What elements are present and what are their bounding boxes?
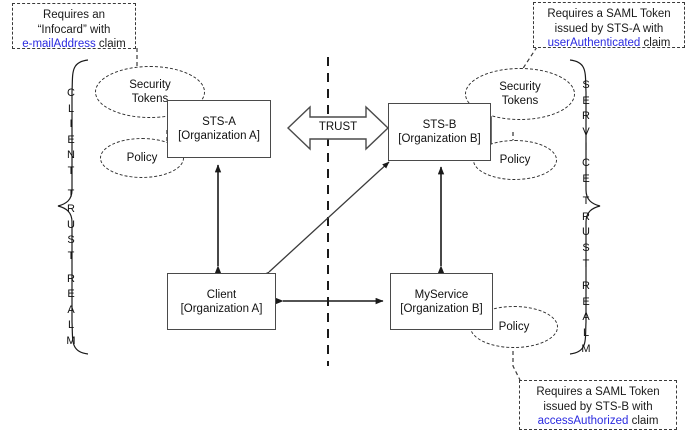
node-client-org: [Organization A] [180,302,263,315]
callout-infocard-line3-suffix: claim [95,38,126,50]
claim-access-authorized: accessAuthorized [537,415,629,427]
callout-saml-sts-b-line2: issued by STS-B with [543,400,653,413]
realm-letter: L [67,102,75,115]
realm-letter: L [67,319,75,332]
spacer-2 [62,265,80,272]
service-trust-realm-brace [569,59,601,355]
node-myservice-org: [Organization B] [400,302,483,315]
realm-letter: L [582,326,590,339]
callout-saml-sts-a-line3: userAuthenticated claim [540,36,678,51]
node-sts-b-org: [Organization B] [398,133,481,145]
realm-letter: C [67,87,75,99]
ellipse-security-tokens-a-line1: Security [129,79,171,91]
realm-letter: R [582,210,590,223]
realm-letter: M [581,342,591,355]
callout-infocard-line2: “Infocard” with [37,23,111,36]
realm-letter: S [582,241,590,254]
callout-saml-sts-b: Requires a SAML Token issued by STS-B wi… [519,380,677,430]
realm-letter: R [67,272,75,285]
callout-saml-sts-a-line3-suffix: claim [640,37,671,49]
realm-letter: I [69,118,73,131]
realm-letter: R [67,203,75,216]
realm-letter: U [67,218,75,231]
callout-saml-sts-a-line2: issued by STS-A with [554,22,664,35]
node-sts-b: STS-B [Organization B] [388,103,491,161]
node-client: Client [Organization A] [167,273,276,330]
ellipse-security-tokens-b-line1: Security [499,81,541,93]
realm-letter: C [582,156,590,169]
claim-user-authenticated: userAuthenticated [547,37,641,49]
realm-letter: N [67,149,75,162]
callout-saml-sts-a-line1: Requires a SAML Token [547,8,671,20]
realm-letter: T [582,195,590,208]
callout-saml-sts-b-line3: accessAuthorized claim [526,414,670,429]
client-trust-realm-brace [57,59,89,355]
realm-letter: S [67,234,75,247]
spacer-3 [577,187,595,194]
node-myservice: MyService [Organization B] [390,273,493,330]
callout-infocard-line3: e-mailAddress claim [19,37,129,52]
node-sts-b-name: STS-B [422,119,457,131]
realm-letter: A [67,303,75,316]
realm-letter: E [582,94,590,107]
callout-infocard-line1: Requires an [42,9,105,21]
realm-letter: E [582,172,590,185]
realm-letter: T [67,164,75,177]
node-sts-a-org: [Organization A] [178,130,260,142]
realm-letter: A [582,311,590,324]
spacer-4 [577,272,595,279]
arrow-client-to-sts-b-diagonal [262,161,390,279]
trust-arrow-label: TRUST [318,121,358,133]
realm-letter: S [582,79,590,91]
realm-letter: R [582,280,590,293]
realm-letter: T [67,187,75,200]
realm-letter: R [582,110,590,123]
node-myservice-name: MyService [414,288,469,301]
realm-letter: E [67,288,75,301]
realm-letter: I [584,141,588,154]
node-sts-a: STS-A [Organization A] [167,100,271,158]
callout-saml-sts-a: Requires a SAML Token issued by STS-A wi… [533,2,685,51]
node-client-name: Client [206,288,237,301]
callout-saml-sts-b-line3-suffix: claim [628,415,659,427]
realm-letter: T [582,257,590,270]
realm-letter: E [67,133,75,146]
claim-email-address: e-mailAddress [22,38,96,50]
ellipse-security-tokens-a-line2: Tokens [131,93,169,105]
ellipse-policy-service-label: Policy [498,321,530,333]
realm-letter: E [582,295,590,308]
realm-letter: U [582,226,590,239]
callout-saml-sts-b-line1: Requires a SAML Token [536,386,660,398]
realm-letter: T [67,249,75,262]
ellipse-policy-b-label: Policy [499,154,531,166]
realm-letter: V [582,125,590,138]
realm-letter: M [66,334,76,347]
ellipse-security-tokens-b-line2: Tokens [501,95,539,107]
callout-tail-saml-sts-b [512,344,521,381]
spacer-1 [62,180,80,187]
ellipse-policy-a-label: Policy [126,152,158,164]
callout-infocard: Requires an “Infocard” with e-mailAddres… [12,3,136,52]
node-sts-a-name: STS-A [202,116,236,128]
